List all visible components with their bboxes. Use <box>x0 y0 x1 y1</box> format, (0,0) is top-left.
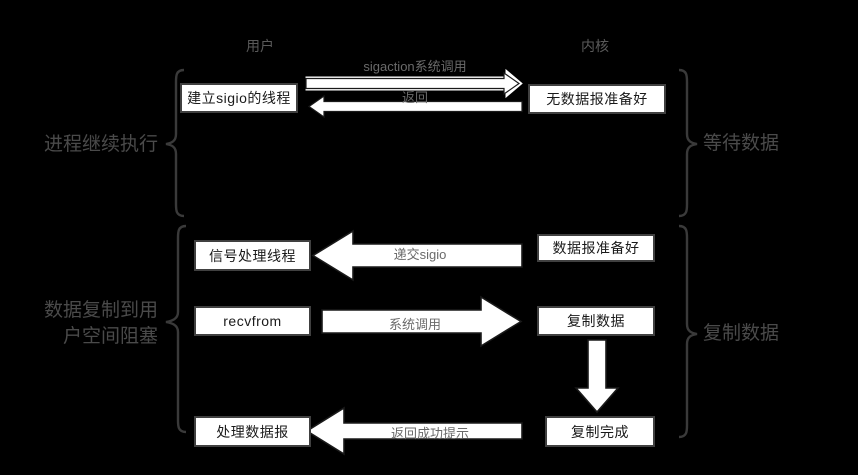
box-recvfrom[interactable]: recvfrom <box>194 306 311 336</box>
box-copy-data[interactable]: 复制数据 <box>537 306 655 336</box>
arrow-return-shape <box>307 94 523 119</box>
label-wait-for-data: 等待数据 <box>703 133 780 154</box>
arrow-deliver-sigio-shape <box>311 229 523 282</box>
box-no-datagram-ready[interactable]: 无数据报准备好 <box>528 84 666 114</box>
brace-left-top <box>165 68 185 218</box>
brace-left-bottom <box>165 224 187 434</box>
arrow-copy-down-shape <box>574 339 620 414</box>
box-copy-complete[interactable]: 复制完成 <box>545 416 655 447</box>
brace-right-top <box>678 68 698 218</box>
box-create-sigio-thread[interactable]: 建立sigio的线程 <box>180 83 298 113</box>
box-signal-handler-thread[interactable]: 信号处理线程 <box>194 240 311 271</box>
box-process-datagram[interactable]: 处理数据报 <box>194 416 311 447</box>
box-datagram-ready[interactable]: 数据报准备好 <box>537 234 655 262</box>
arrow-sigaction-syscall-shape <box>305 68 523 99</box>
arrow-return-success-shape <box>305 406 523 456</box>
brace-right-bottom <box>678 224 698 439</box>
user-column-header: 用户 <box>246 38 274 54</box>
label-process-continues: 进程继续执行 <box>43 134 158 155</box>
label-copy-data-phase: 复制数据 <box>703 323 780 344</box>
kernel-column-header: 内核 <box>581 38 609 54</box>
label-copy-to-user-line1: 数据复制到用 <box>43 300 158 321</box>
label-copy-to-user-line2: 户空间阻塞 <box>62 326 158 347</box>
arrow-syscall-shape <box>321 295 523 348</box>
